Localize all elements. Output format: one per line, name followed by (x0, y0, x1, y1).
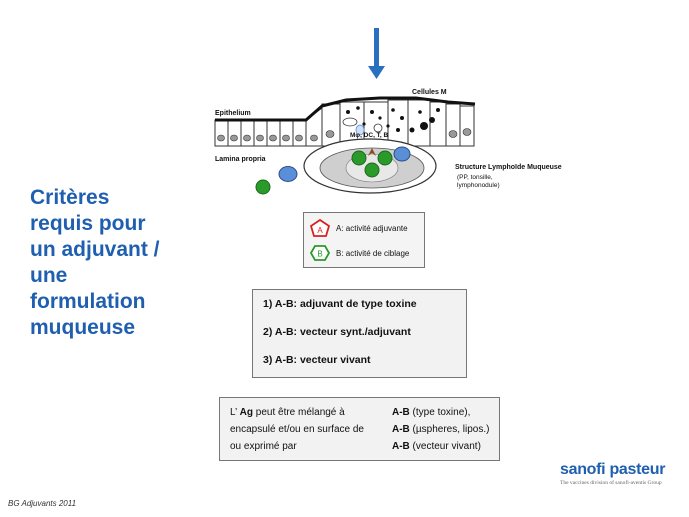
down-arrow-icon (368, 28, 385, 79)
footer-text: BG Adjuvants 2011 (8, 499, 77, 508)
note-text: ou exprimé par (230, 441, 297, 452)
antigen-note: L’ Ag peut être mélangé à A-B (type toxi… (219, 397, 500, 461)
note-line-2-right: A-B (µspheres, lipos.) (392, 424, 489, 435)
note-line-1-right: A-B (type toxine), (392, 407, 470, 418)
legend-b-label: B: activité de ciblage (336, 248, 410, 258)
sanofi-pasteur-logo: sanofi pasteur The vaccines division of … (560, 461, 675, 503)
legend-targeting: B B: activité de ciblage (310, 244, 409, 262)
note-text: L’ (230, 407, 240, 418)
note-ab: A-B (392, 407, 410, 418)
note-line-3-right: A-B (vecteur vivant) (392, 441, 481, 452)
cell-nuclei (217, 128, 472, 142)
logo-tagline: The vaccines division of sanofi-aventis … (560, 480, 662, 486)
antigen-particles (346, 106, 440, 133)
note-ag: Ag (239, 407, 253, 418)
transcytosis-vesicles (342, 117, 383, 136)
structure-label: Structure Lymphoïde Muqueuse (455, 164, 562, 171)
title-line: muqueuse (30, 316, 136, 339)
note-ab: A-B (392, 424, 410, 435)
title-line: requis pour (30, 212, 146, 235)
cellules-m-label: Cellules M (412, 89, 447, 96)
legend-b-letter: B (317, 250, 322, 259)
note-text: encapsulé et/ou en surface de (230, 424, 364, 435)
note-line-1: L’ Ag peut être mélangé à (230, 407, 345, 418)
note-line-2: encapsulé et/ou en surface de (230, 424, 364, 435)
legend-box: A A: activité adjuvante B B: activité de… (303, 212, 425, 268)
note-line-3: ou exprimé par (230, 441, 297, 452)
title-line: Critères (30, 186, 110, 209)
legend-a-letter: A (317, 226, 323, 235)
logo-name: sanofi pasteur (560, 461, 666, 478)
legend-adjuvant: A A: activité adjuvante (310, 219, 408, 237)
note-ab: A-B (392, 441, 410, 452)
title-line: une (30, 264, 68, 287)
legend-a-label: A: activité adjuvante (336, 223, 408, 233)
note-text: peut être mélangé à (252, 407, 345, 418)
lamina-propria-label: Lamina propria (215, 156, 266, 163)
structure-detail: lymphonodule) (457, 182, 500, 189)
note-text: (vecteur vivant) (409, 441, 481, 452)
title-line: un adjuvant / (30, 238, 160, 261)
slide-title: Critères requis pour un adjuvant / une f… (30, 185, 200, 341)
criteria-item: 1) A-B: adjuvant de type toxine (263, 298, 417, 310)
criteria-item: 3) A-B: vecteur vivant (263, 354, 371, 366)
title-line: formulation (30, 290, 146, 313)
immune-cells (255, 146, 411, 195)
note-text: (type toxine), (409, 407, 471, 418)
epithelium-label: Epithelium (215, 110, 251, 117)
epithelium-surface (215, 96, 476, 122)
criteria-list: 1) A-B: adjuvant de type toxine 2) A-B: … (252, 289, 467, 378)
structure-detail: (PP, tonsille, (457, 174, 493, 181)
hexagon-b-icon: B (310, 245, 330, 261)
note-text: (µspheres, lipos.) (409, 424, 490, 435)
criteria-item: 2) A-B: vecteur synt./adjuvant (263, 326, 411, 338)
pentagon-a-icon: A (310, 219, 330, 237)
cell-types-label: Mφ, DC, T, B (350, 132, 389, 139)
